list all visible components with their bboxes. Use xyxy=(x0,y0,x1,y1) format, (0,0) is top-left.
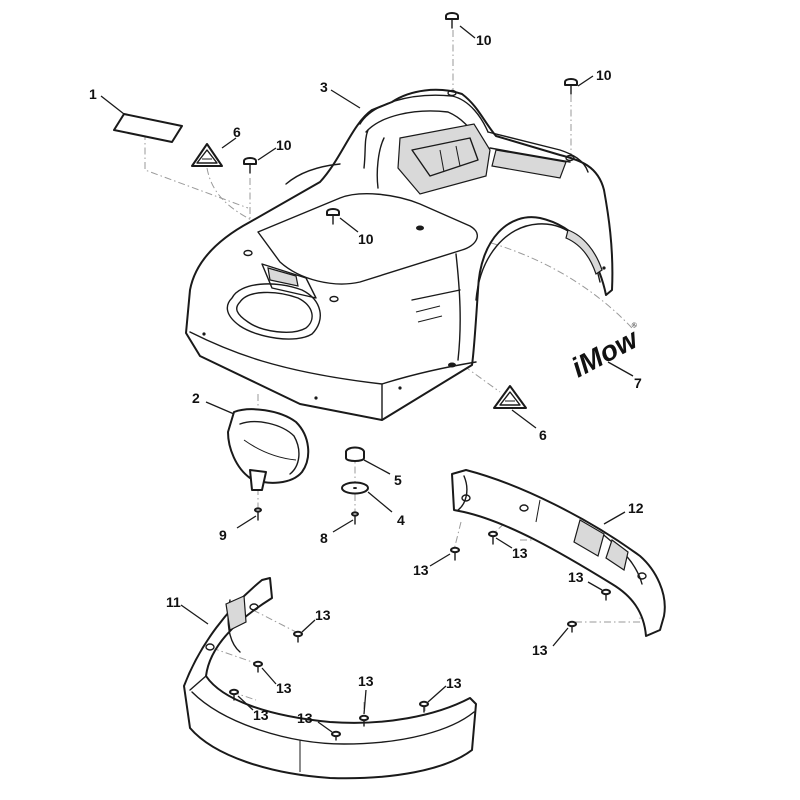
callout-5: 5 xyxy=(394,472,402,488)
screw-13-i xyxy=(359,714,369,727)
imow-logo-text: iMow xyxy=(566,322,644,383)
screw-13-g xyxy=(229,688,239,701)
washer xyxy=(341,481,369,495)
screw-13-a xyxy=(450,546,460,561)
screw-top-right xyxy=(564,78,578,95)
callout-3: 3 xyxy=(320,79,328,95)
callout-10-top-right: 10 xyxy=(596,67,612,83)
callout-13-g: 13 xyxy=(253,707,269,723)
leader-lines xyxy=(100,25,634,733)
label-plate xyxy=(113,113,183,143)
callout-13-b: 13 xyxy=(512,545,528,561)
callout-13-d: 13 xyxy=(532,642,548,658)
registered-mark: ® xyxy=(630,320,639,330)
callout-4: 4 xyxy=(397,512,405,528)
callout-10-center: 10 xyxy=(358,231,374,247)
callout-2: 2 xyxy=(192,390,200,406)
callout-6-side: 6 xyxy=(539,427,547,443)
callout-labels: 1 2 3 4 5 6 6 7 8 9 10 10 10 10 11 12 13… xyxy=(89,32,644,726)
callout-13-e: 13 xyxy=(315,607,331,623)
screw-center xyxy=(326,208,340,225)
callout-10-left: 10 xyxy=(276,137,292,153)
warning-label-side xyxy=(493,385,527,409)
screw-8 xyxy=(351,511,359,525)
screw-13-b xyxy=(488,530,498,545)
screw-9 xyxy=(254,507,262,521)
screw-left xyxy=(243,157,257,174)
callout-10-top-center: 10 xyxy=(476,32,492,48)
callout-12: 12 xyxy=(628,500,644,516)
rear-bumper xyxy=(451,469,666,637)
callout-7: 7 xyxy=(634,375,642,391)
callout-8: 8 xyxy=(320,530,328,546)
screw-13-f xyxy=(253,660,263,673)
callout-13-a: 13 xyxy=(413,562,429,578)
callout-11: 11 xyxy=(166,594,181,610)
front-bumper xyxy=(183,577,477,780)
screw-13-d xyxy=(567,620,577,633)
callout-13-f: 13 xyxy=(276,680,292,696)
callout-6-top: 6 xyxy=(233,124,241,140)
callout-1: 1 xyxy=(89,86,97,102)
screw-13-e xyxy=(293,630,303,643)
rubber-bushing xyxy=(345,446,365,462)
callout-13-h: 13 xyxy=(297,710,313,726)
screw-13-h xyxy=(331,730,341,741)
screw-13-j xyxy=(419,700,429,713)
lens-housing xyxy=(227,408,310,491)
hood-body xyxy=(185,88,614,421)
callout-9: 9 xyxy=(219,527,227,543)
screw-top-center xyxy=(445,12,459,29)
callout-13-j: 13 xyxy=(446,675,462,691)
callout-13-c: 13 xyxy=(568,569,584,585)
warning-label-top xyxy=(191,143,223,167)
imow-logo-decal: iMow ® xyxy=(566,320,644,383)
screw-13-c xyxy=(601,588,611,601)
callout-13-i: 13 xyxy=(358,673,374,689)
